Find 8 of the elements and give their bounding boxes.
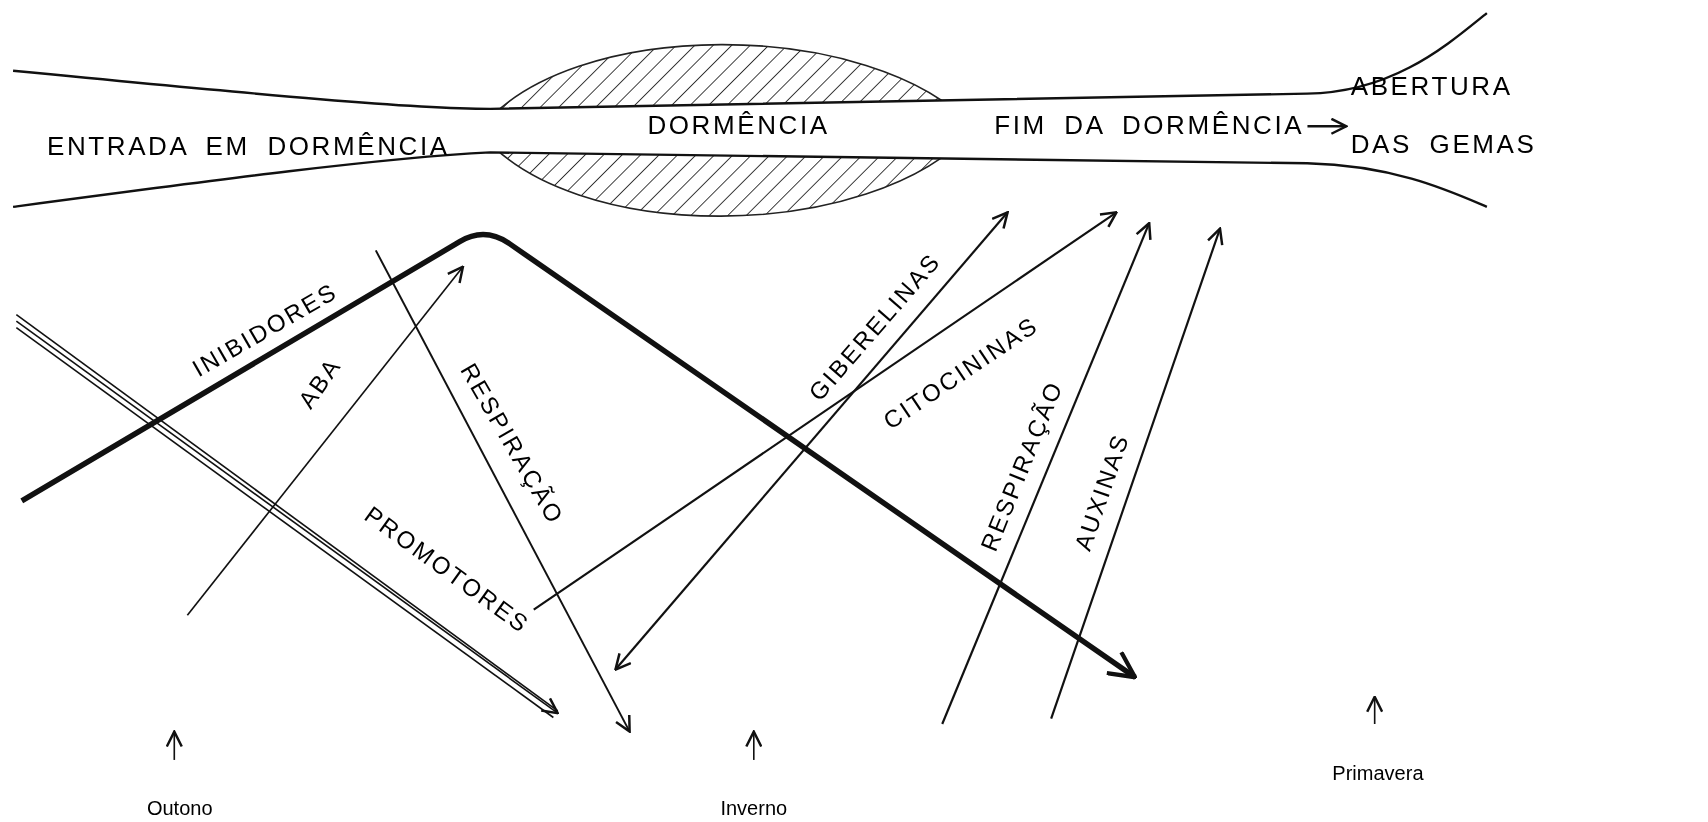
stage-label: ENTRADA EM DORMÊNCIA	[46, 118, 450, 176]
season-label: Inverno	[720, 798, 788, 819]
arrow	[1307, 117, 1348, 135]
stage-label: ABERTURA DAS GEMAS	[1350, 58, 1579, 173]
season-label: Primavera	[1332, 763, 1424, 784]
stage-label: DORMÊNCIA	[647, 97, 830, 155]
season-label: Outono	[146, 798, 213, 819]
stage-label: FIM DA DORMÊNCIA	[994, 97, 1305, 155]
